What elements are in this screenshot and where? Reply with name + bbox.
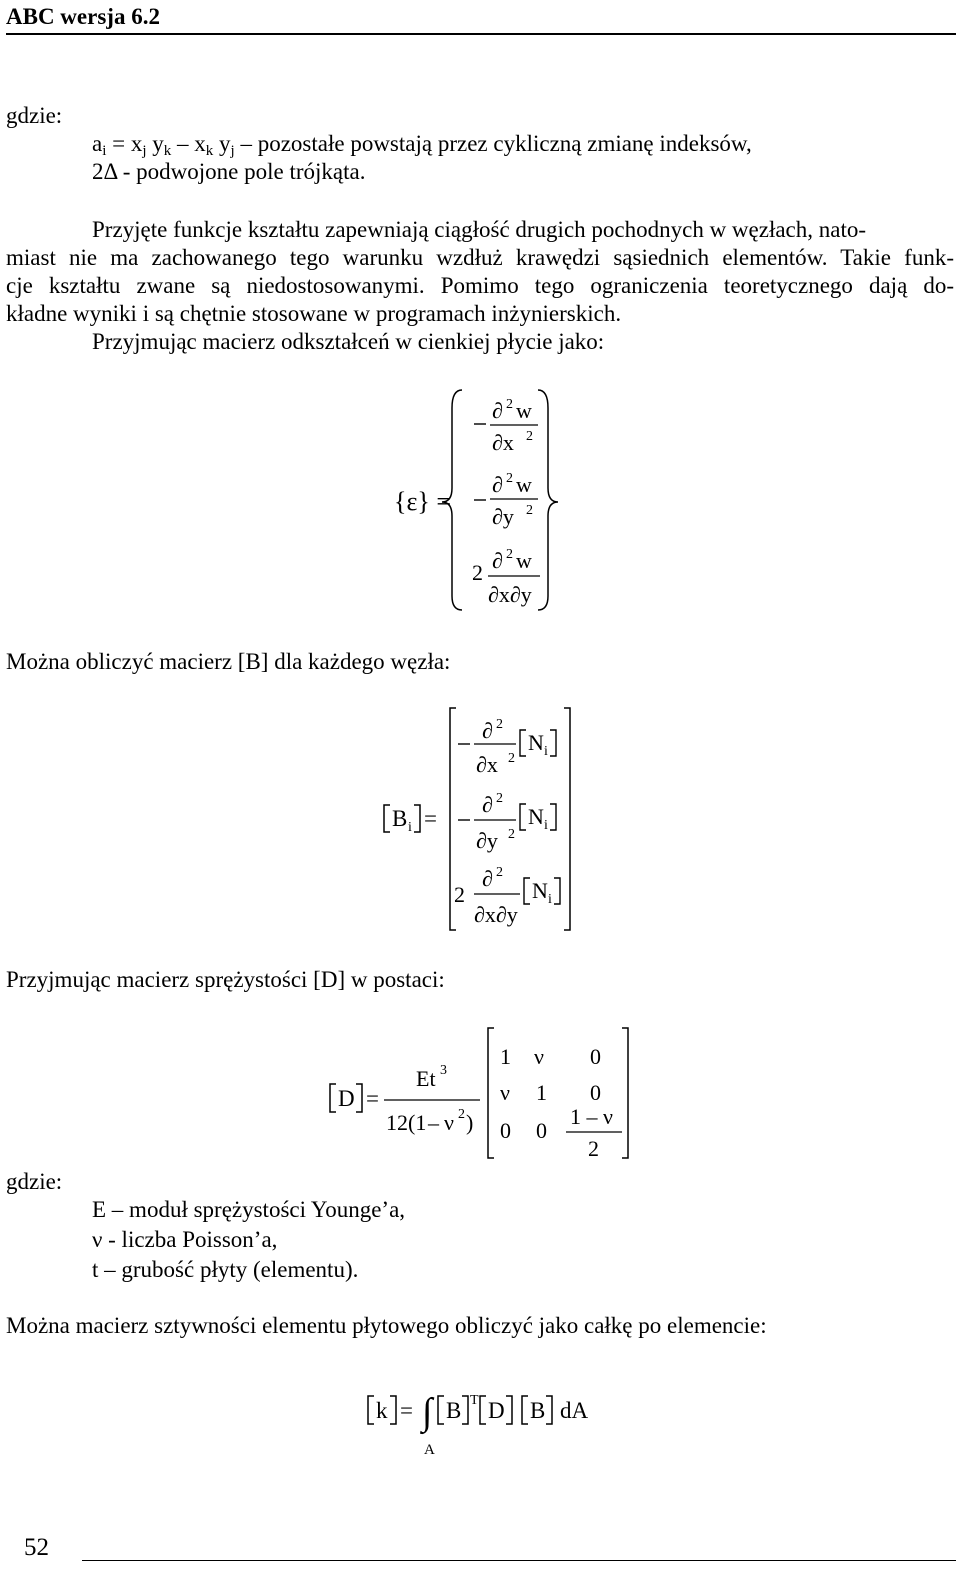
- svg-text:0: 0: [536, 1118, 547, 1143]
- page-number: 52: [24, 1534, 49, 1561]
- definition-delta: 2Δ - podwojone pole trójkąta.: [92, 159, 366, 184]
- paragraph-line-3: cje kształtu zwane są niedostosowanymi. …: [6, 273, 954, 298]
- svg-text:∂y: ∂y: [492, 504, 514, 529]
- svg-text:0: 0: [590, 1044, 601, 1069]
- definition-a-i: ai = xj yk – xk yj – pozostałe powstają …: [92, 131, 752, 159]
- svg-text:∂x∂y: ∂x∂y: [488, 582, 532, 607]
- svg-text:i: i: [408, 820, 412, 835]
- svg-text:B: B: [392, 806, 407, 831]
- svg-text:2: 2: [496, 865, 503, 880]
- svg-text:2: 2: [458, 1107, 465, 1122]
- svg-text:2: 2: [506, 397, 513, 412]
- svg-text:1: 1: [536, 1080, 547, 1105]
- svg-text:1 – ν: 1 – ν: [570, 1104, 613, 1129]
- svg-text:∂x∂y: ∂x∂y: [474, 902, 518, 927]
- svg-text:k: k: [376, 1398, 388, 1423]
- svg-text:i: i: [544, 744, 548, 759]
- footer-rule: [82, 1560, 956, 1561]
- svg-text:∂: ∂: [482, 718, 493, 743]
- header-title: ABC wersja 6.2: [6, 4, 160, 29]
- svg-text:∂: ∂: [482, 866, 493, 891]
- svg-text:2: 2: [506, 471, 513, 486]
- svg-text:dA: dA: [560, 1398, 589, 1423]
- paragraph-line-1: Przyjęte funkcje kształtu zapewniają cią…: [92, 217, 867, 242]
- gdzie-label-2: gdzie:: [6, 1169, 63, 1194]
- svg-text:3: 3: [440, 1063, 447, 1078]
- svg-text:2: 2: [472, 560, 483, 585]
- svg-text:∂x: ∂x: [492, 430, 514, 455]
- svg-text:∂: ∂: [492, 398, 503, 423]
- text-k-matrix: Można macierz sztywności elementu płytow…: [6, 1313, 767, 1338]
- svg-text:2: 2: [496, 717, 503, 732]
- gdzie-label-1: gdzie:: [6, 103, 63, 128]
- svg-text:2: 2: [588, 1136, 599, 1161]
- svg-text:N: N: [528, 804, 544, 829]
- paragraph-line-4: kładne wyniki i są chętnie stosowane w p…: [6, 301, 622, 326]
- svg-text:12(1: 12(1: [386, 1110, 426, 1135]
- svg-text:): ): [466, 1110, 473, 1135]
- header-rule: [6, 33, 956, 35]
- svg-text:2: 2: [526, 503, 533, 518]
- svg-text:=: =: [424, 806, 437, 831]
- svg-text:∂: ∂: [492, 548, 503, 573]
- svg-text:=: =: [400, 1398, 413, 1423]
- svg-text:T: T: [470, 1393, 479, 1408]
- svg-text:2: 2: [508, 827, 515, 842]
- svg-text:1: 1: [500, 1044, 511, 1069]
- paragraph-line-5: Przyjmując macierz odkształceń w cienkie…: [92, 329, 605, 354]
- svg-text:Et: Et: [416, 1066, 436, 1091]
- paragraph-line-2: miast nie ma zachowanego tego warunku wz…: [6, 245, 954, 270]
- svg-text:∂x: ∂x: [476, 752, 498, 777]
- svg-text:∂: ∂: [482, 792, 493, 817]
- svg-text:N: N: [528, 730, 544, 755]
- svg-text:i: i: [548, 892, 552, 907]
- definition-nu: ν - liczba Poisson’a,: [92, 1227, 278, 1252]
- text-b-matrix: Można obliczyć macierz [B] dla każdego w…: [6, 649, 451, 674]
- svg-text:B: B: [446, 1398, 461, 1423]
- svg-text:∂y: ∂y: [476, 828, 498, 853]
- svg-text:2: 2: [506, 547, 513, 562]
- svg-text:D: D: [488, 1398, 505, 1423]
- svg-text:w: w: [516, 398, 532, 423]
- k-matrix-equation: k = ∫ A B T D B dA: [367, 1391, 589, 1458]
- definition-E: E – moduł sprężystości Younge’a,: [92, 1197, 406, 1222]
- svg-text:ν: ν: [500, 1080, 510, 1105]
- svg-text:A: A: [424, 1442, 435, 1458]
- text-d-matrix: Przyjmując macierz sprężystości [D] w po…: [6, 967, 445, 992]
- svg-text:N: N: [532, 878, 548, 903]
- svg-text:w: w: [516, 472, 532, 497]
- svg-text:–: –: [427, 1110, 440, 1135]
- svg-text:i: i: [544, 818, 548, 833]
- svg-text:ν: ν: [444, 1110, 454, 1135]
- svg-text:=: =: [366, 1086, 379, 1111]
- svg-text:2: 2: [508, 751, 515, 766]
- svg-text:B: B: [530, 1398, 545, 1423]
- svg-text:2: 2: [454, 882, 465, 907]
- svg-text:0: 0: [590, 1080, 601, 1105]
- definition-t: t – grubość płyty (elementu).: [92, 1257, 359, 1282]
- svg-text:ν: ν: [534, 1044, 544, 1069]
- svg-text:2: 2: [496, 791, 503, 806]
- svg-text:w: w: [516, 548, 532, 573]
- svg-text:2: 2: [526, 429, 533, 444]
- svg-text:0: 0: [500, 1118, 511, 1143]
- svg-text:∫: ∫: [420, 1391, 435, 1435]
- strain-lhs: {ε} =: [394, 487, 451, 516]
- svg-text:∂: ∂: [492, 472, 503, 497]
- svg-text:D: D: [338, 1086, 355, 1111]
